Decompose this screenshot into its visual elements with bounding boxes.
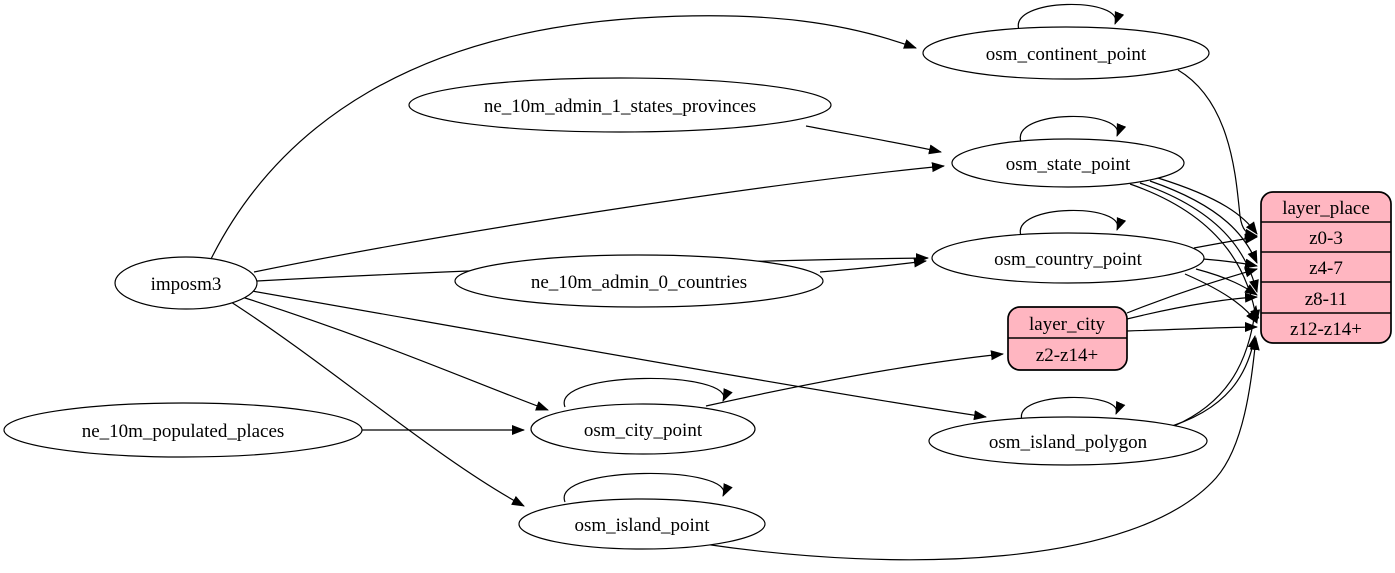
node-label-osm_continent_point: osm_continent_point xyxy=(986,44,1147,65)
edge-layer_city-layer_place-z4-7 xyxy=(1126,267,1258,314)
edge-imposm3-osm_island_point xyxy=(230,301,525,507)
node-imposm3: imposm3 xyxy=(114,256,258,310)
edge-osm_island_point-layer_place-z12-z14 xyxy=(703,337,1260,561)
edge-osm_continent_point-layer_place-z0-3 xyxy=(1177,69,1258,239)
edge-osm_state_point-layer_place-z0-3 xyxy=(1157,177,1258,235)
edge-self-osm_island_point xyxy=(563,472,733,503)
node-osm_continent_point: osm_continent_point xyxy=(922,26,1210,80)
node-osm_city_point: osm_city_point xyxy=(530,403,756,455)
edge-osm_state_point-layer_place-z8-11 xyxy=(1139,182,1259,293)
edge-osm_country_point-layer_place-z8-11 xyxy=(1195,268,1258,296)
record-row-layer_place-z12-z14: z12-z14+ xyxy=(1290,319,1362,340)
edge-imposm3-osm_continent_point xyxy=(209,15,917,262)
node-ne_10m_admin_1_states_provinces: ne_10m_admin_1_states_provinces xyxy=(408,77,832,133)
node-label-ne_10m_admin_0_countries: ne_10m_admin_0_countries xyxy=(531,272,747,293)
record-title-layer_place: layer_place xyxy=(1282,198,1370,219)
edge-ne_10m_admin_1_states_provinces-osm_state_point xyxy=(805,125,942,155)
node-label-imposm3: imposm3 xyxy=(151,274,222,295)
edge-osm_country_point-layer_place-z4-7 xyxy=(1202,258,1258,269)
edge-osm_state_point-layer_place-z4-7 xyxy=(1149,180,1258,264)
node-osm_island_point: osm_island_point xyxy=(518,498,766,550)
edges xyxy=(209,3,1261,561)
node-label-ne_10m_populated_places: ne_10m_populated_places xyxy=(82,421,285,442)
node-layer_place: layer_place z0-3 z4-7 z8-11 z12-z14+ xyxy=(1260,191,1392,344)
node-osm_country_point: osm_country_point xyxy=(931,232,1205,284)
edge-osm_island_polygon-layer_place-z12-z14 xyxy=(1161,335,1258,430)
node-layer_city: layer_city z2-z14+ xyxy=(1007,306,1128,371)
record-row-layer_city-z2-z14: z2-z14+ xyxy=(1036,345,1098,366)
record-row-layer_place-z0-3: z0-3 xyxy=(1309,228,1343,249)
edge-imposm3-osm_island_polygon xyxy=(251,290,987,421)
edge-osm_city_point-layer_city-z2-z14 xyxy=(705,350,1004,407)
record-row-layer_place-z4-7: z4-7 xyxy=(1309,258,1343,279)
edge-layer_city-layer_place-z8-11 xyxy=(1126,292,1258,320)
node-label-osm_city_point: osm_city_point xyxy=(584,420,703,441)
node-label-osm_island_polygon: osm_island_polygon xyxy=(989,432,1148,453)
edge-layer_city-layer_place-z12-z14 xyxy=(1126,322,1258,333)
edge-osm_country_point-layer_place-z0-3 xyxy=(1193,233,1258,249)
edge-self-osm_continent_point xyxy=(1017,3,1125,31)
node-label-osm_island_point: osm_island_point xyxy=(574,515,710,536)
edge-imposm3-osm_state_point xyxy=(253,162,945,273)
edge-self-osm_country_point xyxy=(1019,209,1127,237)
record-row-layer_place-z8-11: z8-11 xyxy=(1305,289,1348,310)
edge-ne_10m_admin_0_countries-osm_country_point xyxy=(819,257,927,273)
edge-self-osm_island_polygon xyxy=(1021,396,1126,421)
node-label-osm_state_point: osm_state_point xyxy=(1006,154,1131,175)
node-osm_state_point: osm_state_point xyxy=(951,138,1185,188)
node-osm_island_polygon: osm_island_polygon xyxy=(928,416,1208,466)
node-ne_10m_admin_0_countries: ne_10m_admin_0_countries xyxy=(454,254,824,308)
edge-self-osm_state_point xyxy=(1019,115,1127,143)
edge-self-osm_city_point xyxy=(563,377,733,408)
edge-imposm3-osm_city_point xyxy=(241,296,549,411)
node-label-ne_10m_admin_1_states_provinces: ne_10m_admin_1_states_provinces xyxy=(484,96,756,117)
record-title-layer_city: layer_city xyxy=(1029,314,1105,335)
edge-osm_island_polygon-layer_place-z8-11 xyxy=(1173,305,1260,427)
node-label-osm_country_point: osm_country_point xyxy=(994,249,1142,270)
node-ne_10m_populated_places: ne_10m_populated_places xyxy=(3,402,363,458)
